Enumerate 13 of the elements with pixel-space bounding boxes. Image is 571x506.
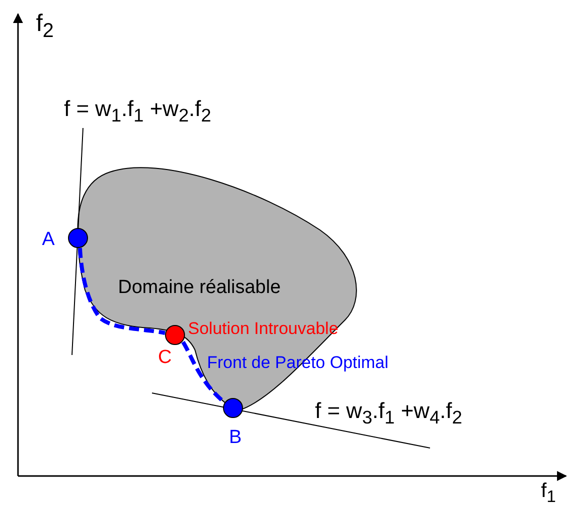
point-label: B [229,428,242,447]
point-label: C [158,348,172,367]
axis-label: f$_{1}$ [541,481,556,506]
formula-text: f = w$_{1}$.f$_{1}$ +w$_{2}$.f$_{2}$ [64,98,212,125]
pareto-front-curve [78,248,166,335]
point-marker [223,398,243,418]
pareto-front-curve [181,340,226,404]
annotation-text: Solution Introuvable [188,320,338,337]
formula-text: f = w$_{3}$.f$_{1}$ +w$_{4}$.f$_{2}$ [315,400,462,427]
point-label: A [42,230,55,249]
point-marker [68,228,88,248]
axis-label: f$_{2}$ [36,12,54,41]
region-label: Domaine réalisable [118,278,281,297]
